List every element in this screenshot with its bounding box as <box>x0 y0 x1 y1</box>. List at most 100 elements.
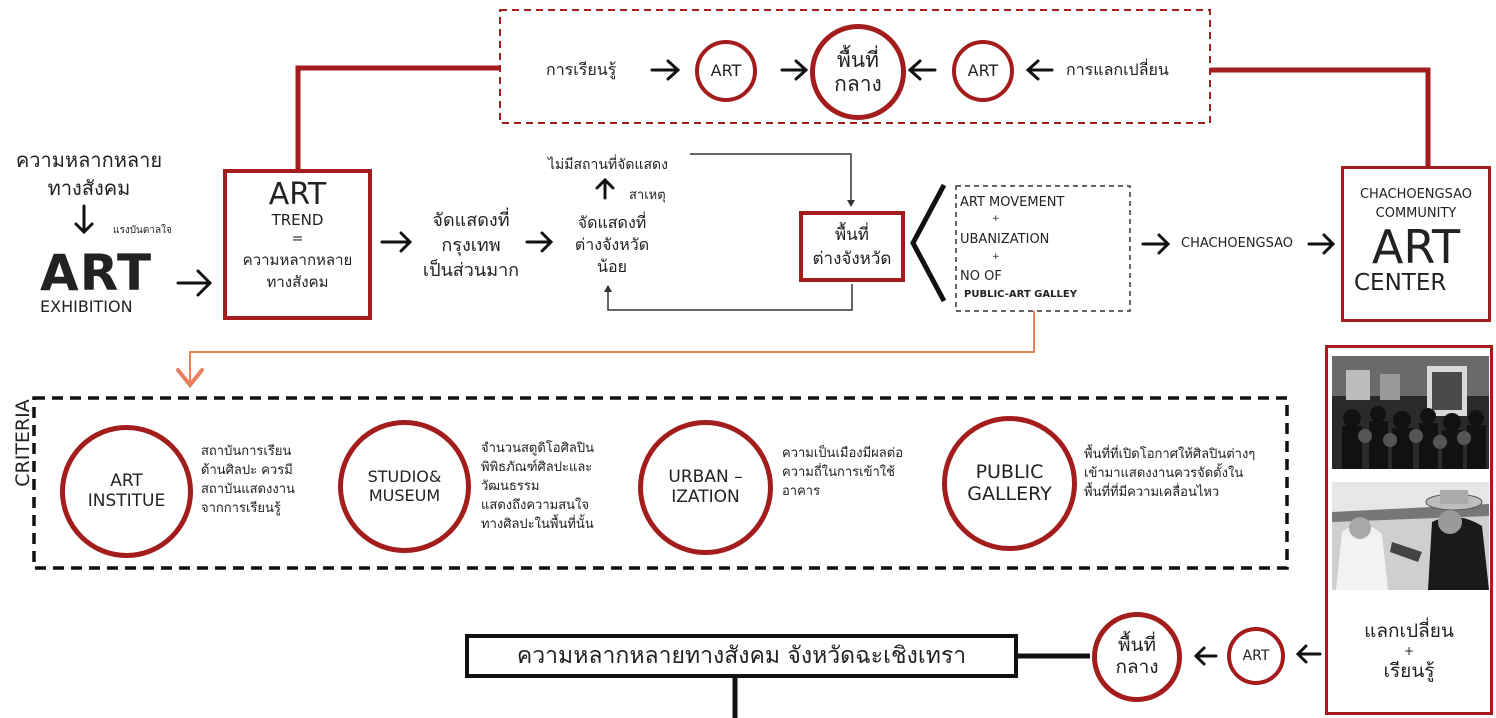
social-diversity-line1: ความหลากหลาย <box>15 148 163 172</box>
criteria-title-line1: STUDIO& <box>367 467 442 487</box>
learn-line: เรียนรู้ <box>1383 660 1435 682</box>
provincial-space-line2: ต่างจังหวัด <box>812 248 892 269</box>
exhibition-crowd-photo <box>1332 356 1489 469</box>
criteria-circle-art-institute: ART INSTITUE <box>60 425 193 558</box>
criteria-desc-urbanization: ความเป็นเมืองมีผลต่อ ความถี่ในการเข้าใช้… <box>782 444 903 501</box>
community-art-center-box: CHACHOENGSAO COMMUNITY ART CENTER <box>1341 166 1491 322</box>
photo-panel: แลกเปลี่ยน + เรียนรู้ <box>1325 345 1493 715</box>
central-space-circle-top: พื้นที่ กลาง <box>810 24 906 120</box>
criteria-title-line1: PUBLIC <box>975 460 1044 483</box>
provincial-space-box: พื้นที่ ต่างจังหวัด <box>799 211 905 282</box>
central-space-line2: กลาง <box>834 72 882 96</box>
criteria-title-line1: ART <box>110 470 143 491</box>
factors-dashed-frame <box>955 185 1131 312</box>
cause-label: สาเหตุ <box>629 188 666 203</box>
desc-line: ด้านศิลปะ ควรมี <box>201 463 293 478</box>
red-connector-right <box>1210 67 1431 166</box>
art-circle-label: ART <box>967 60 999 80</box>
exchange-line: แลกเปลี่ยน <box>1364 620 1454 642</box>
criteria-circle-public-gallery: PUBLIC GALLERY <box>942 416 1077 551</box>
central-space-line1: พื้นที่ <box>836 47 880 72</box>
criteria-label: CRITERIA <box>12 399 34 487</box>
desc-line: เข้ามาแสดงงานควรจัดตั้งใน <box>1084 466 1244 481</box>
desc-line: สถาบันแสดงงาน <box>201 482 295 497</box>
trend-word: TREND <box>271 211 324 229</box>
desc-line: อาคาร <box>782 484 821 499</box>
desc-line: แสดงถึงความสนใจ <box>481 498 589 513</box>
bangkok-line2: กรุงเทพ <box>441 235 501 256</box>
province-line1: จัดแสดงที่ <box>577 213 647 232</box>
criteria-title-line2: IZATION <box>671 486 740 507</box>
desc-line: พื้นที่ที่เปิดโอกาศให้ศิลปินต่างๆ <box>1084 447 1256 462</box>
desc-line: ความถี่ในการเข้าใช้ <box>782 465 895 480</box>
criteria-title-line2: GALLERY <box>967 482 1052 505</box>
desc-line: พื้นที่ที่มีความเคลื่อนไหว <box>1084 485 1220 500</box>
inspiration-label: แรงบันดาลใจ <box>113 225 172 236</box>
desc-line: ความเป็นเมืองมีผลต่อ <box>782 446 904 461</box>
trend-equals: = <box>291 231 304 247</box>
art-trend-box: ART TREND = ความหลากหลาย ทางสังคม <box>223 169 372 320</box>
art-circle-top-right: ART <box>952 40 1014 102</box>
center-art: ART <box>1371 220 1461 274</box>
art-exhibition-label: EXHIBITION <box>40 297 133 316</box>
chachoengsao-label: CHACHOENGSAO <box>1181 236 1294 251</box>
orange-connector <box>189 311 1035 382</box>
top-loop-arrows <box>650 59 1054 81</box>
factor-plus-2: + <box>992 252 1000 262</box>
art-circle-top-left: ART <box>695 40 757 102</box>
social-diversity-line2: ทางสังคม <box>47 176 131 200</box>
loop-top-line <box>690 153 855 207</box>
factor-urbanization: UBANIZATION <box>960 232 1050 247</box>
bangkok-line3: เป็นส่วนมาก <box>422 260 520 281</box>
trend-line2: ทางสังคม <box>266 273 329 291</box>
bottom-title-box: ความหลากหลายทางสังคม จังหวัดฉะเชิงเทรา <box>465 634 1018 678</box>
desc-line: สถาบันการเรียน <box>201 444 292 459</box>
exchange-learn-label: แลกเปลี่ยน + เรียนรู้ <box>1328 618 1490 684</box>
factor-plus-1: + <box>992 214 1000 224</box>
criteria-title-line2: MUSEUM <box>368 485 441 505</box>
desc-line: พิพิธภัณฑ์ศิลปะและ <box>481 460 593 475</box>
center-center: CENTER <box>1354 270 1447 296</box>
art-circle-label: ART <box>710 60 742 80</box>
desc-line: วัฒนธรรม <box>481 479 540 494</box>
desc-line: จำนวนสตูดิโอศิลปิน <box>481 441 594 456</box>
trend-art: ART <box>268 177 327 212</box>
social-diversity-label: ความหลากหลาย ทางสังคม <box>14 146 164 202</box>
center-line1: CHACHOENGSAO <box>1359 187 1472 202</box>
artist-workshop-photo <box>1332 482 1489 590</box>
province-exhibit-label: จัดแสดงที่ ต่างจังหวัด น้อย <box>557 212 667 278</box>
criteria-desc-art-institute: สถาบันการเรียน ด้านศิลปะ ควรมี สถาบันแสด… <box>201 442 295 518</box>
criteria-dashed-frame <box>32 396 1289 570</box>
central-space-circle-bottom: พื้นที่ กลาง <box>1092 612 1182 702</box>
provincial-space-line1: พื้นที่ <box>834 224 870 245</box>
plus-sign: + <box>1403 644 1415 658</box>
center-line2: COMMUNITY <box>1375 206 1457 221</box>
criteria-desc-public-gallery: พื้นที่ที่เปิดโอกาศให้ศิลปินต่างๆ เข้ามา… <box>1084 445 1255 502</box>
workshop-photo-image <box>1332 482 1489 590</box>
no-venue-label: ไม่มีสถานที่จัดแสดง <box>548 157 668 173</box>
learning-label: การเรียนรู้ <box>546 60 617 79</box>
desc-line: จากการเรียนรู้ <box>201 501 281 516</box>
province-line3: น้อย <box>597 257 627 276</box>
central-space-line1: พื้นที่ <box>1117 634 1157 657</box>
factor-public-art-gallery: PUBLIC-ART GALLEY <box>964 289 1077 300</box>
central-space-line2: กลาง <box>1115 656 1159 678</box>
desc-line: ทางศิลปะในพื้นที่นั้น <box>481 517 594 532</box>
trend-line1: ความหลากหลาย <box>242 251 353 269</box>
bangkok-exhibit-label: จัดแสดงที่ กรุงเทพ เป็นส่วนมาก <box>412 208 530 283</box>
art-circle-label: ART <box>1242 647 1270 664</box>
criteria-title-line1: URBAN – <box>668 466 743 487</box>
bottom-title: ความหลากหลายทางสังคม จังหวัดฉะเชิงเทรา <box>516 643 967 669</box>
criteria-circle-urbanization: URBAN – IZATION <box>638 420 773 555</box>
factor-no-of: NO OF <box>960 269 1002 284</box>
province-line2: ต่างจังหวัด <box>574 235 650 254</box>
criteria-desc-studio-museum: จำนวนสตูดิโอศิลปิน พิพิธภัณฑ์ศิลปะและ วั… <box>481 439 594 534</box>
red-connector-left <box>295 65 500 170</box>
art-exhibition-art: ART <box>40 244 153 302</box>
criteria-circle-studio-museum: STUDIO& MUSEUM <box>338 420 471 553</box>
art-circle-bottom: ART <box>1227 627 1285 685</box>
exchange-label: การแลกเปลี่ยน <box>1066 60 1169 79</box>
bangkok-line1: จัดแสดงที่ <box>432 210 510 231</box>
crowd-photo-image <box>1332 356 1489 469</box>
